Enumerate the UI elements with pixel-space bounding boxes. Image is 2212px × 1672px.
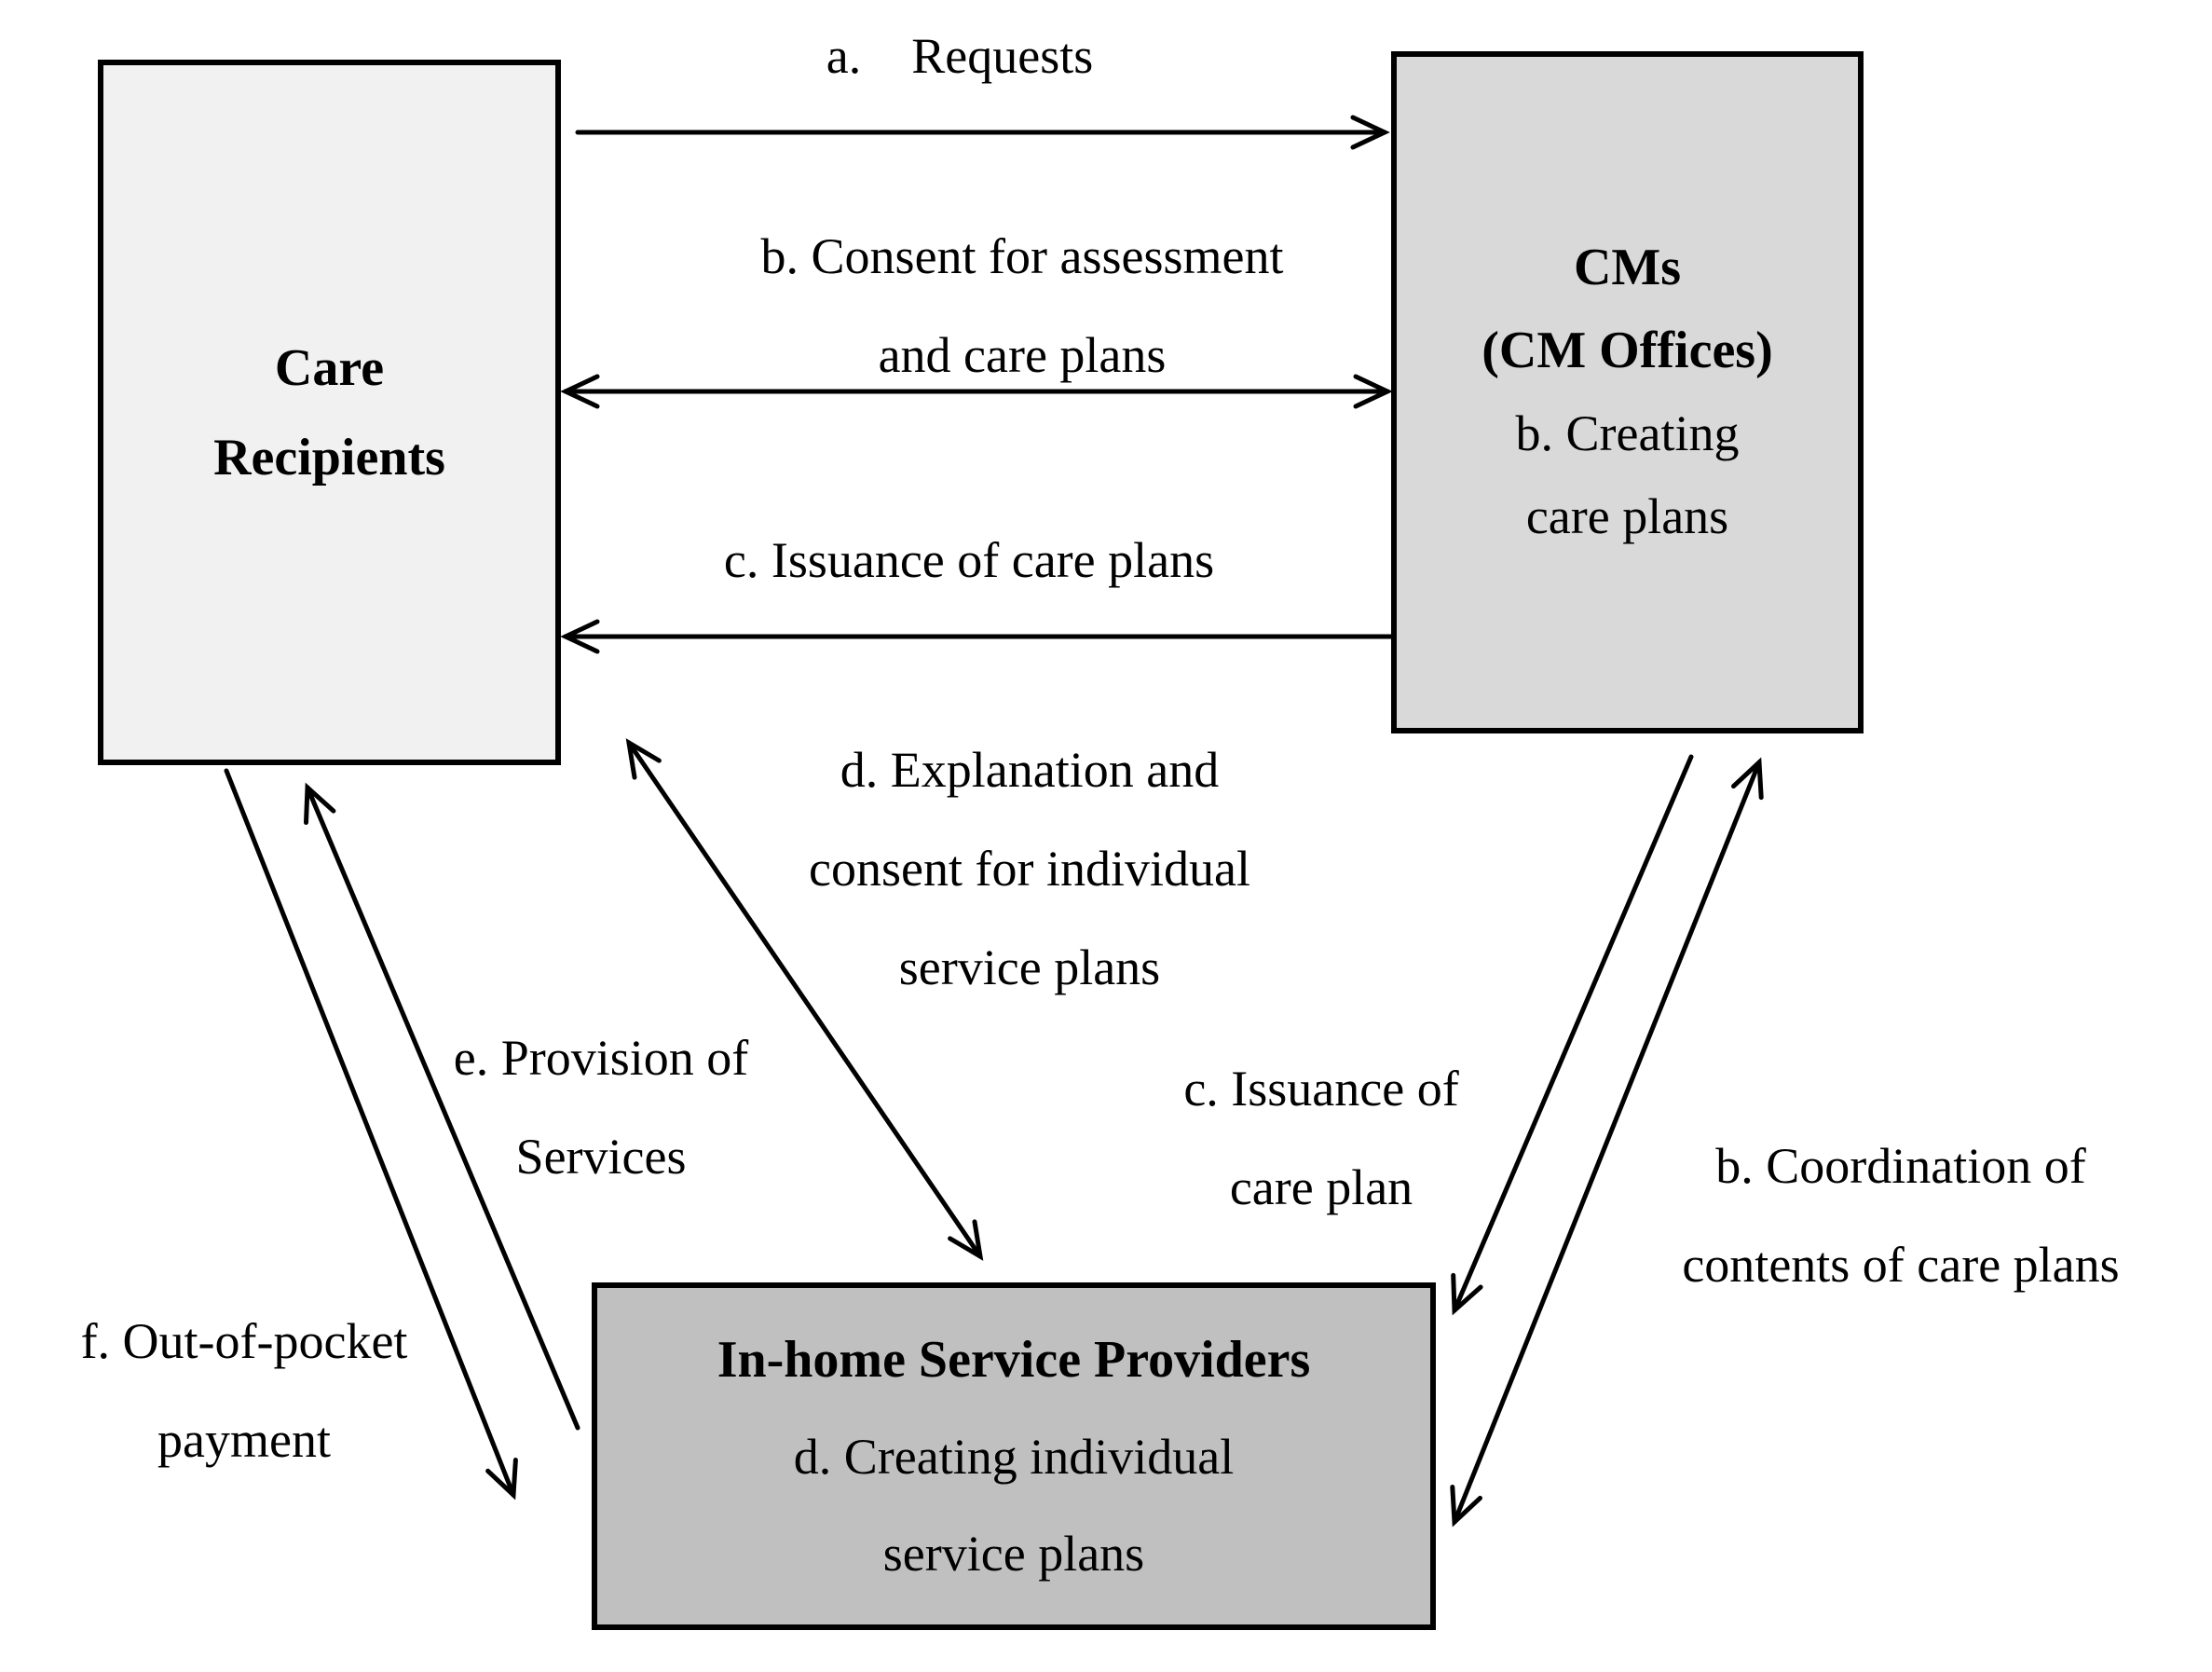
arrow-b-head-right (1353, 374, 1393, 409)
label-c-line1: c. Issuance of care plans (723, 532, 1215, 588)
arrow-e-provision (304, 782, 580, 1431)
label-a-line1: a. Requests (826, 28, 1094, 84)
arrow-e-head-top (304, 782, 336, 825)
label-b-consent: b. Consent for assessment and care plans (761, 207, 1284, 404)
arrow-c2-head-bottom (1451, 1272, 1483, 1316)
label-d-explanation: d. Explanation and consent for individua… (809, 720, 1250, 1017)
arrow-f-head-bottom (485, 1458, 518, 1501)
cms-activity-line1: b. Creating (1515, 405, 1740, 461)
cms-title-line2: (CM Offices) (1481, 322, 1773, 379)
cms-activity-line2: care plans (1525, 488, 1729, 544)
arrow-f-payment (224, 768, 518, 1501)
arrow-b2-head-bottom (1450, 1485, 1482, 1528)
arrow-d-head-top (625, 738, 662, 780)
label-b-line1: b. Consent for assessment (760, 228, 1284, 284)
providers-activity-line2: service plans (882, 1525, 1145, 1582)
label-b2-coordination: b. Coordination of contents of care plan… (1682, 1117, 2119, 1314)
cms-box: CMs (CM Offices) b. Creating care plans (1391, 51, 1864, 733)
arrow-c2-line (1452, 754, 1694, 1313)
arrow-b2-coordination (1450, 757, 1764, 1528)
label-f-line1: f. Out-of-pocket (80, 1313, 408, 1369)
label-e-provision: e. Provision of Services (454, 1008, 749, 1206)
arrow-a-head-right (1350, 115, 1390, 150)
arrow-b-head-left (560, 374, 600, 409)
providers-activity-line1: d. Creating individual (793, 1428, 1235, 1485)
arrow-d-line (626, 740, 983, 1259)
label-e-line1: e. Provision of (453, 1030, 749, 1086)
arrow-a-requests (575, 115, 1390, 150)
label-c2-line1: c. Issuance of (1183, 1061, 1459, 1117)
arrow-c-head-left (560, 619, 600, 654)
cms-title-line1: CMs (1573, 239, 1682, 296)
label-b2-line1: b. Coordination of (1715, 1138, 2086, 1194)
care-recipients-line1: Care (274, 338, 385, 397)
label-b-line2: and care plans (878, 327, 1167, 383)
label-c2-line2: care plan (1229, 1159, 1413, 1215)
arrow-b2-head-top (1731, 757, 1764, 801)
care-recipients-line2: Recipients (213, 428, 445, 487)
label-a-requests: a. Requests (826, 7, 1093, 105)
care-recipients-box: Care Recipients (98, 60, 561, 765)
label-f-payment: f. Out-of-pocket payment (81, 1292, 408, 1489)
providers-title: In-home Service Providers (717, 1330, 1311, 1389)
label-b2-line2: contents of care plans (1682, 1237, 2120, 1293)
arrow-f-line (224, 768, 516, 1498)
arrow-e-line (305, 785, 580, 1431)
arrow-b2-line (1452, 760, 1762, 1525)
arrow-c-issuance (560, 619, 1394, 654)
label-e-line2: Services (515, 1129, 687, 1185)
label-d-line3: service plans (898, 939, 1161, 995)
arrow-b-consent (560, 374, 1393, 409)
label-c2-issuance-plan: c. Issuance of care plan (1183, 1039, 1458, 1237)
arrow-d-head-bottom (948, 1219, 984, 1261)
arrow-c2-issuance-plan (1451, 754, 1694, 1316)
label-d-line1: d. Explanation and (840, 742, 1220, 798)
in-home-service-providers-box: In-home Service Providers d. Creating in… (592, 1282, 1436, 1630)
label-f-line2: payment (157, 1412, 331, 1468)
arrow-d-explanation (625, 738, 984, 1261)
label-c-issuance: c. Issuance of care plans (724, 511, 1214, 610)
label-d-line2: consent for individual (809, 841, 1250, 897)
